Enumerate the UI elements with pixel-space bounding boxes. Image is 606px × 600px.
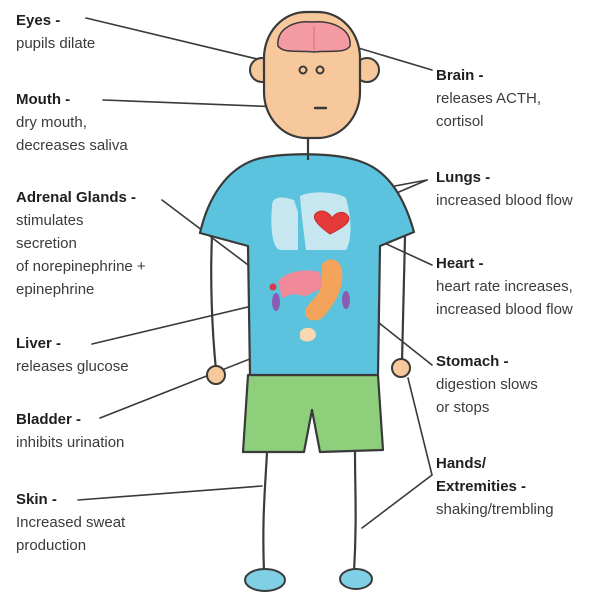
hands-extremities-label: Hands/ Extremities - shaking/trembling [436, 452, 554, 521]
hands-extremities-description: shaking/trembling [436, 501, 554, 518]
left-arm [210, 234, 218, 372]
mouth-description: dry mouth, decreases saliva [16, 114, 128, 154]
brain-title: Brain - [436, 67, 484, 84]
left-hand [206, 365, 226, 385]
shorts [241, 373, 385, 454]
right-leg [352, 450, 357, 574]
heart-label: Heart - heart rate increases, increased … [436, 252, 573, 321]
skin-leader-line [77, 485, 263, 501]
lungs-label: Lungs - increased blood flow [436, 166, 573, 212]
stomach-description: digestion slows or stops [436, 376, 538, 416]
adrenal-glands-label: Adrenal Glands - stimulates secretion of… [16, 186, 146, 301]
bladder-title: Bladder - [16, 411, 82, 428]
hands-leader-line-2 [361, 474, 433, 529]
left-leg [262, 450, 269, 574]
hands-leader-line-1 [407, 377, 433, 476]
bladder-organ [300, 327, 316, 342]
skin-title: Skin - [16, 491, 57, 508]
eyes-label: Eyes - pupils dilate [16, 9, 95, 55]
left-kidney [272, 293, 280, 311]
heart-organ [314, 210, 350, 235]
right-kidney [342, 291, 350, 309]
stomach-organ [305, 259, 343, 321]
lungs-description: increased blood flow [436, 192, 573, 209]
left-lung [271, 197, 298, 250]
stomach-title: Stomach - [436, 353, 509, 370]
liver-label: Liver - releases glucose [16, 332, 129, 378]
left-shoe [244, 568, 286, 592]
eyes-title: Eyes - [16, 12, 61, 29]
liver-description: releases glucose [16, 358, 129, 375]
liver-organ [278, 270, 322, 298]
heart-title: Heart - [436, 255, 484, 272]
liver-title: Liver - [16, 335, 62, 352]
bladder-description: inhibits urination [16, 434, 125, 451]
hands-extremities-title: Hands/ Extremities - [436, 455, 527, 495]
heart-description: heart rate increases, increased blood fl… [436, 278, 573, 318]
mouth-label: Mouth - dry mouth, decreases saliva [16, 88, 128, 157]
stomach-label: Stomach - digestion slows or stops [436, 350, 538, 419]
skin-description: Increased sweat production [16, 514, 126, 554]
adrenal-glands-description: stimulates secretion of norepinephrine +… [16, 212, 146, 298]
shirt [198, 153, 416, 377]
lungs-title: Lungs - [436, 169, 491, 186]
brain-description: releases ACTH, cortisol [436, 90, 542, 130]
skin-label: Skin - Increased sweat production [16, 488, 125, 557]
right-arm [400, 234, 407, 364]
brain-label: Brain - releases ACTH, cortisol [436, 64, 541, 133]
mouth-title: Mouth - [16, 91, 71, 108]
right-eye [315, 65, 325, 75]
adrenal-gland [269, 283, 277, 291]
left-eye [298, 65, 308, 75]
adrenal-glands-title: Adrenal Glands - [16, 189, 137, 206]
right-shoe [339, 568, 373, 590]
right-hand [391, 358, 411, 378]
eyes-description: pupils dilate [16, 35, 96, 52]
bladder-label: Bladder - inhibits urination [16, 408, 124, 454]
